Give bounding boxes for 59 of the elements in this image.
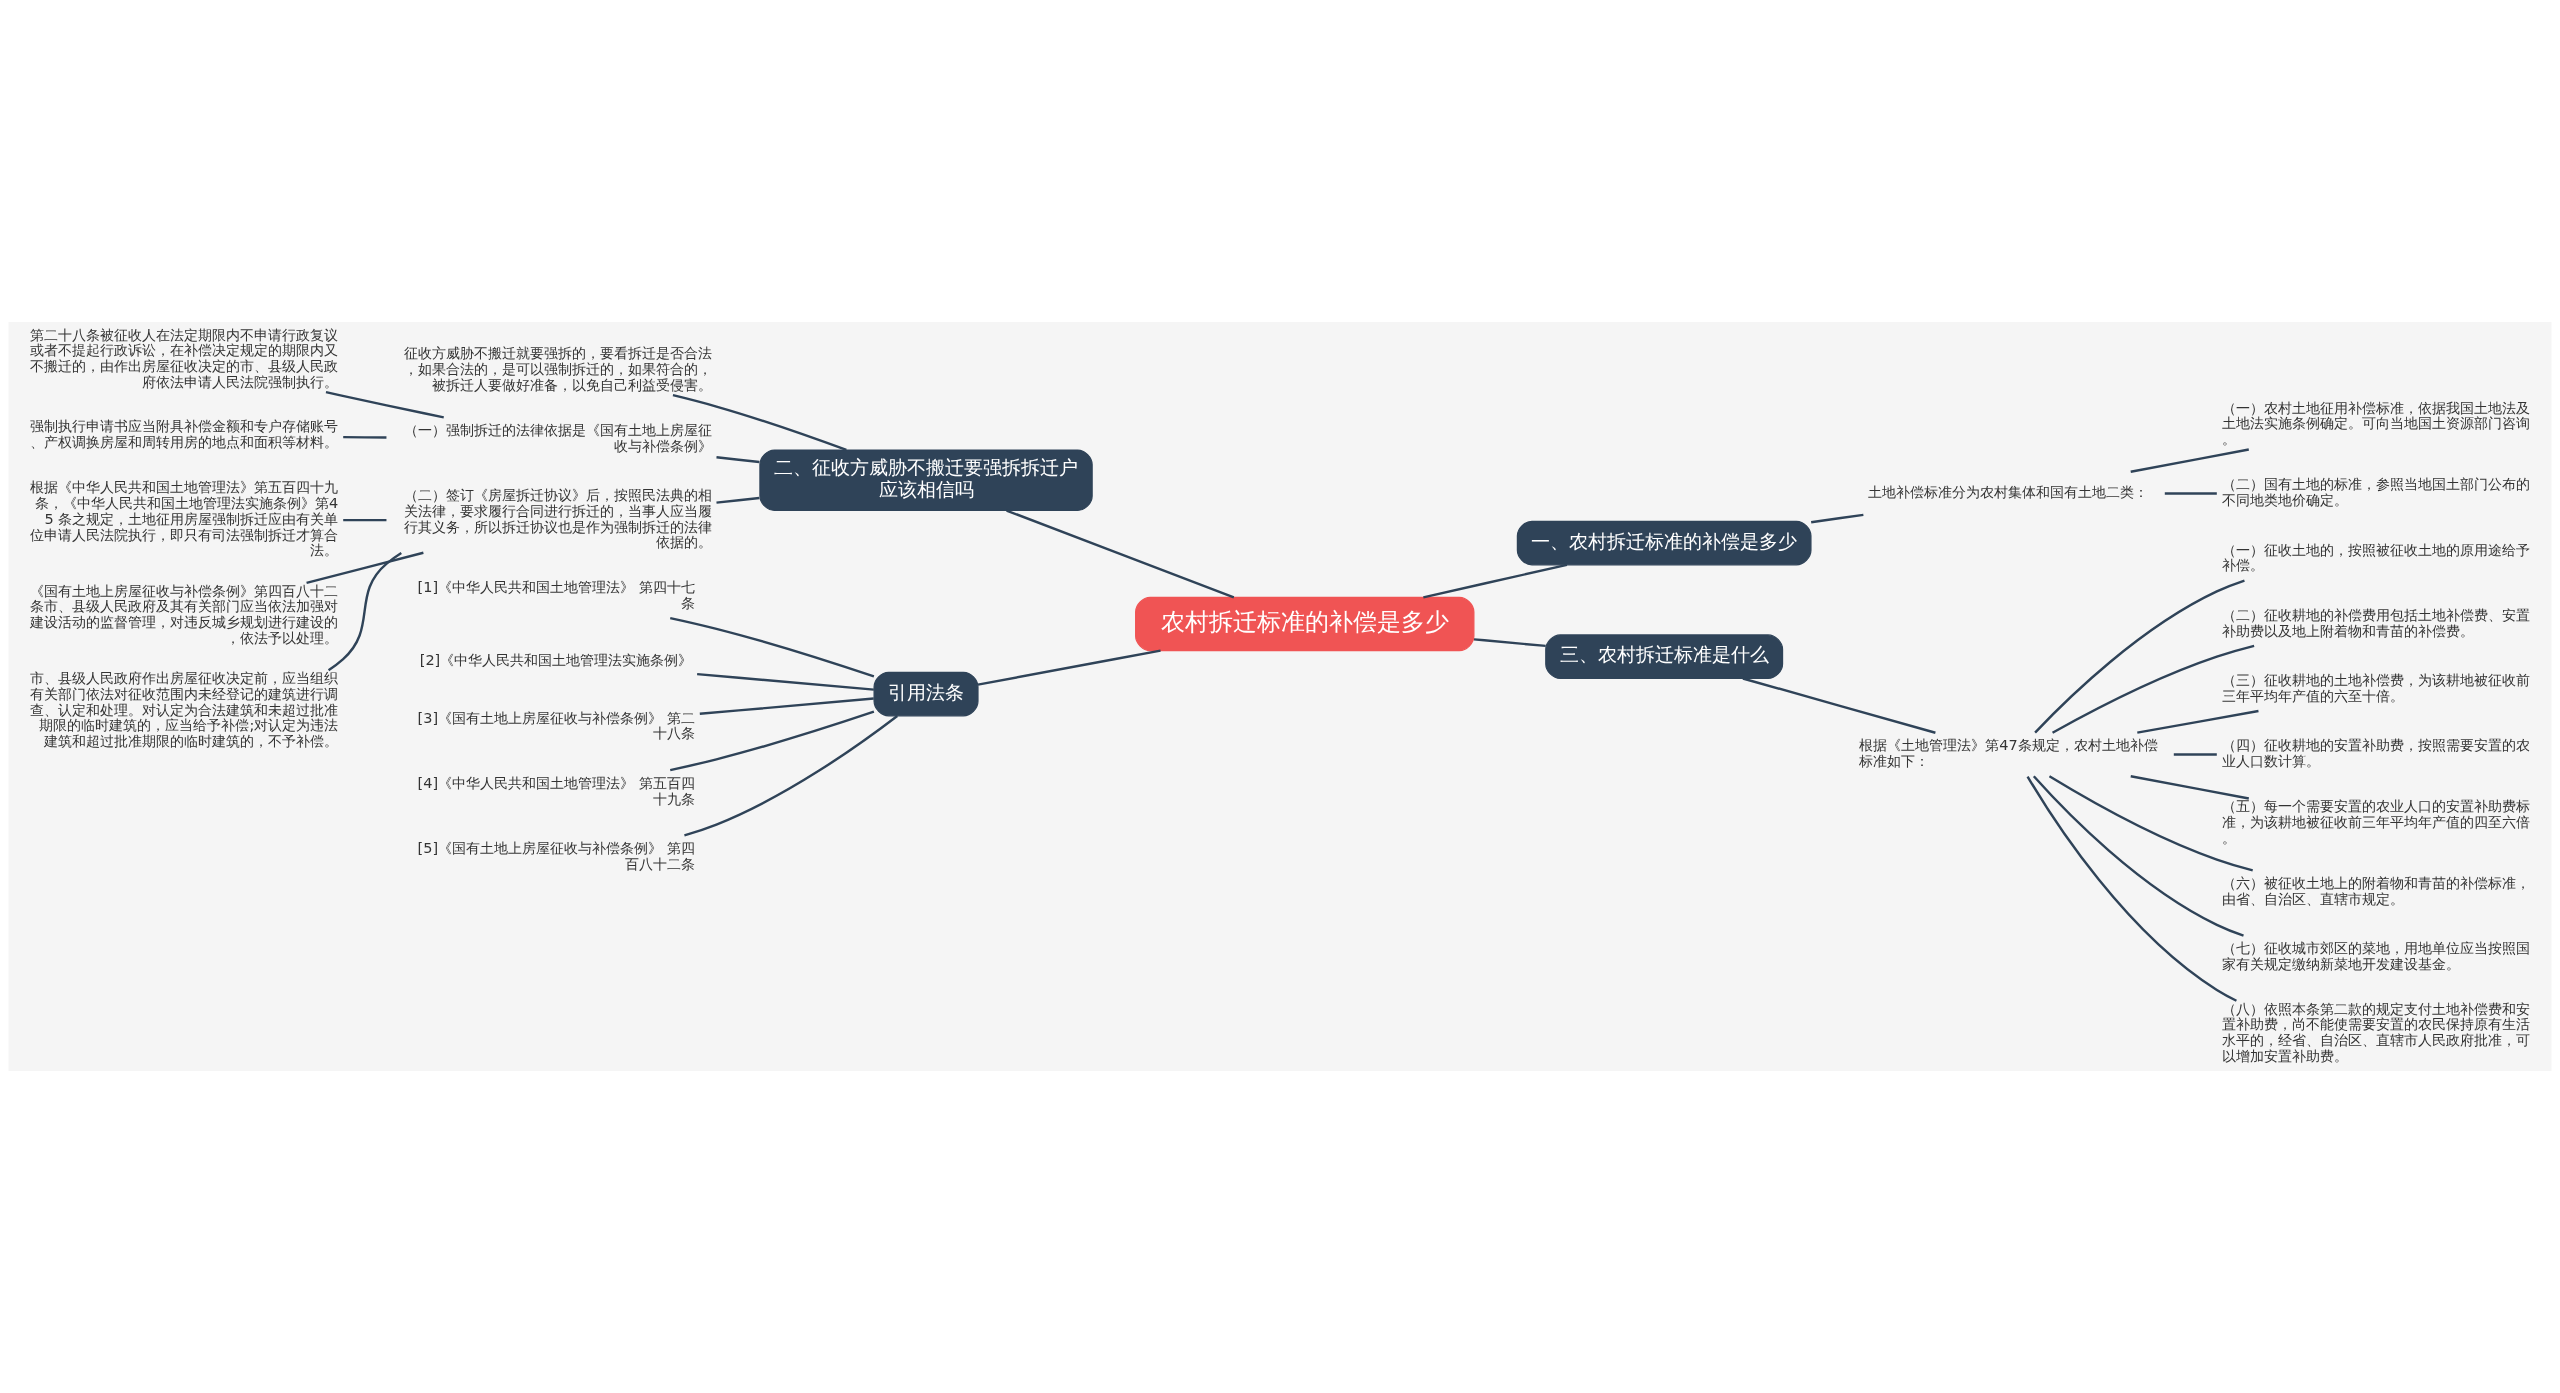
node-text: （四）征收耕地的安置补助费，按照需要安置的农业人口数计算。: [2221, 737, 2530, 770]
node-box: 三、农村拆迁标准是什么: [1545, 634, 1784, 679]
node-text: 市、县级人民政府作出房屋征收决定前，应当组织有关部门依法对征收范围内未经登记的建筑进行调查、认定和处理。对认定为合法建筑和未超过批准期限的临时建筑的，应当给予补偿;对认定为违法建筑和超过批准期限的临时建筑的，不予补偿。: [30, 670, 339, 750]
node-text: （二）签订《房屋拆迁协议》后，按照民法典的相关法律，要求履行合同进行拆迁的，当事人应当履行其义务，所以拆迁协议也是作为强制拆迁的法律依据的。: [403, 487, 712, 551]
node-text: （二）征收耕地的补偿费用包括土地补偿费、安置补助费以及地上附着物和青苗的补偿费。: [2221, 606, 2530, 639]
node-text: 第二十八条被征收人在法定期限内不申请行政复议或者不提起行政诉讼，在补偿决定规定的期限内又不搬迁的，由作出房屋征收决定的市、县级人民政府依法申请人民法院强制执行。: [30, 326, 339, 390]
connector: [699, 697, 874, 715]
connector: [2137, 709, 2259, 734]
node-text: （八）依照本条第二款的规定支付土地补偿费和安置补助费，尚不能使需要安置的农民保持原有生活水平的，经省、自治区、直辖市人民政府批准，可以增加安置补助费。: [2221, 1000, 2530, 1064]
node-text: 征收方威胁不搬迁就要强拆的，要看拆迁是否合法，如果合法的，是可以强制拆迁的，如果符合的，被拆迁人要做好准备，以免自己利益受侵害。: [403, 345, 712, 393]
node-text: [1]《中华人民共和国土地管理法》 第四十七条: [417, 579, 695, 611]
connector: [672, 394, 847, 452]
node-box: 一、农村拆迁标准的补偿是多少: [1516, 520, 1812, 566]
connector: [325, 391, 444, 419]
node-text: [2]《中华人民共和国土地管理法实施条例》: [419, 652, 693, 669]
connector: [1473, 638, 1546, 648]
connector: [327, 551, 402, 672]
connector: [2048, 775, 2253, 872]
connector: [669, 616, 875, 678]
node-text: [5]《国有土地上房屋征收与补偿条例》 第四百八十二条: [417, 840, 695, 872]
connector: [2130, 448, 2250, 473]
node-text: 土地补偿标准分为农村集体和国有土地二类：: [1868, 484, 2149, 501]
node-text: 强制执行申请书应当附具补偿金额和专户存储账号、产权调换房屋和周转用房的地点和面积等材料。: [30, 418, 339, 451]
node-text: （三）征收耕地的土地补偿费，为该耕地被征收前三年平均年产值的六至十倍。: [2221, 672, 2530, 704]
node-text: 根据《中华人民共和国土地管理法》第五百四十九条，《中华人民共和国土地管理法实施条例》第45 条之规定，土地征用房屋强制拆迁应由有关单位申请人民法院执行，即只有司法强制拆迁才算合法。: [30, 479, 339, 559]
connector: [1006, 509, 1235, 599]
connector: [2173, 753, 2217, 756]
connector: [1423, 563, 1568, 599]
node-box: 引用法条: [873, 671, 979, 717]
node-box: 农村拆迁标准的补偿是多少: [1135, 596, 1475, 652]
connector: [1811, 513, 1864, 524]
connector: [684, 715, 898, 837]
node-text: （七）征收城市郊区的菜地，用地单位应当按照国家有关规定缴纳新菜地开发建设基金。: [2221, 940, 2530, 973]
connector: [2164, 492, 2217, 495]
node-box: 二、征收方威胁不搬迁要强拆拆迁户应该相信吗: [759, 449, 1093, 512]
node-text: （一）征收土地的，按照被征收土地的原用途给予补偿。: [2221, 541, 2530, 574]
connector: [716, 496, 760, 504]
node-text: [4]《中华人民共和国土地管理法》 第五百四十九条: [417, 774, 695, 807]
connector: [697, 672, 874, 691]
connector: [2051, 644, 2255, 734]
connector: [977, 649, 1161, 686]
connector: [2130, 775, 2250, 800]
connector: [306, 551, 424, 585]
connector: [343, 518, 387, 522]
node-text: 《国有土地上房屋征收与补偿条例》第四百八十二条市、县级人民政府及其有关部门应当依法加强对建设活动的监督管理，对违反城乡规划进行建设的，依法予以处理。: [30, 582, 339, 646]
connector: [1742, 677, 1936, 734]
node-text: 根据《土地管理法》第47条规定，农村土地补偿标准如下：: [1859, 737, 2158, 770]
connector: [2034, 579, 2245, 734]
connector: [669, 710, 875, 772]
connector: [716, 456, 760, 464]
node-text: （二）国有土地的标准，参照当地国土部门公布的不同地类地价确定。: [2221, 476, 2530, 509]
connector: [343, 435, 387, 439]
connector: [2026, 775, 2237, 1002]
node-text: （五）每一个需要安置的农业人口的安置补助费标准，为该耕地被征收前三年平均年产值的四至六倍。: [2221, 798, 2530, 846]
node-text: （一）强制拆迁的法律依据是《国有土地上房屋征收与补偿条例》: [403, 422, 712, 454]
connector: [2032, 775, 2244, 937]
node-text: （六）被征收土地上的附着物和青苗的补偿标准，由省、自治区、直辖市规定。: [2221, 875, 2530, 907]
node-text: [3]《国有土地上房屋征收与补偿条例》 第二十八条: [417, 709, 695, 742]
node-text: （一）农村土地征用补偿标准，依据我国土地法及土地法实施条例确定。可向当地国土资源部门咨询。: [2221, 399, 2530, 448]
